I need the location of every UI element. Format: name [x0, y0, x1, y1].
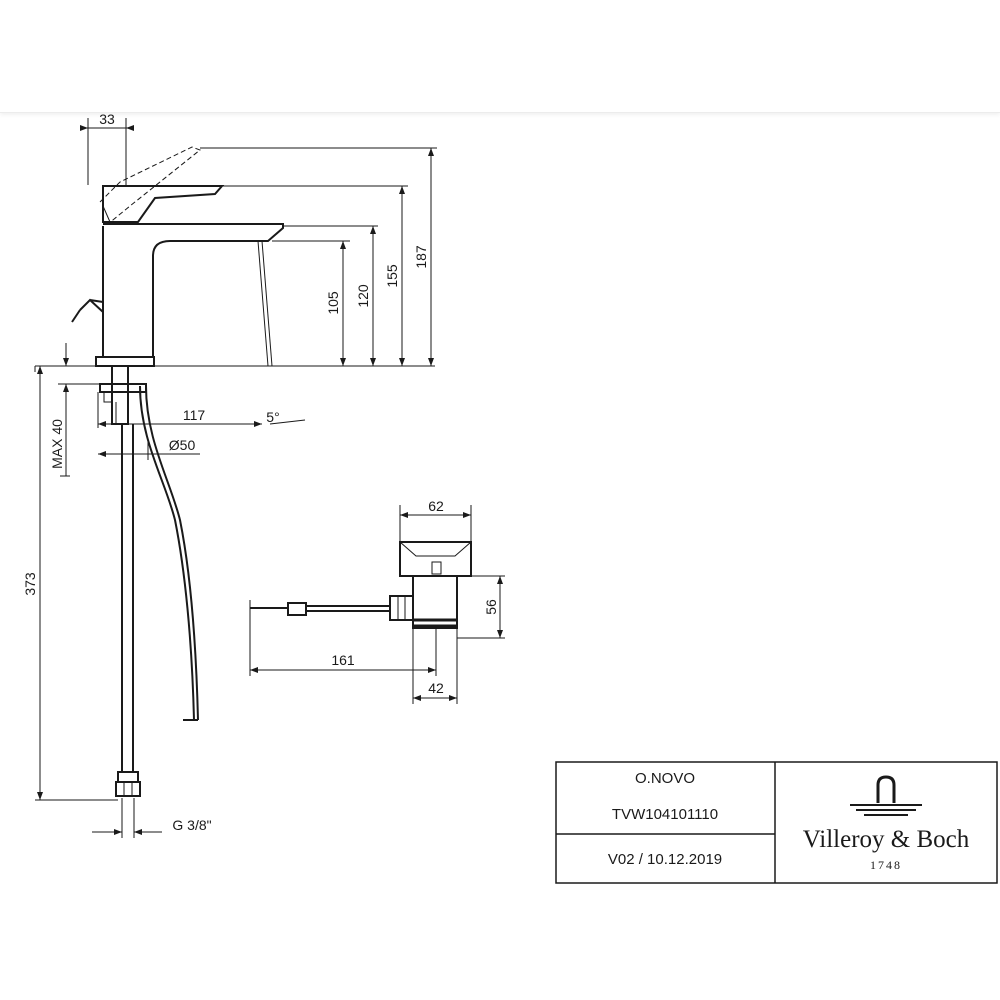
- dim-33: 33: [99, 111, 115, 127]
- dim-161: 161: [331, 652, 355, 668]
- dim-155: 155: [384, 264, 400, 288]
- dim-max40: MAX 40: [49, 419, 65, 469]
- brand-year: 1748: [870, 858, 902, 872]
- dim-187: 187: [413, 245, 429, 269]
- product-code: TVW104101110: [612, 806, 718, 823]
- version-date: V02 / 10.12.2019: [608, 851, 722, 868]
- drain-assembly: [250, 541, 472, 629]
- dim-56: 56: [483, 599, 499, 615]
- dim-373: 373: [22, 572, 38, 596]
- dim-angle: 5°: [266, 409, 279, 425]
- dim-62: 62: [428, 498, 444, 514]
- dim-42: 42: [428, 680, 444, 696]
- dim-105: 105: [325, 291, 341, 315]
- title-block: [555, 761, 998, 884]
- brand-name: Villeroy & Boch: [803, 826, 970, 853]
- dim-120: 120: [355, 284, 371, 308]
- top-bar: [0, 0, 1000, 113]
- mounting-assembly: [99, 365, 199, 797]
- brand-logo-icon: [850, 775, 922, 816]
- dim-thread: G 3/8": [172, 817, 211, 833]
- product-name: O.NOVO: [635, 770, 695, 787]
- dim-117: 117: [183, 407, 206, 423]
- dim-dia50: Ø50: [169, 437, 196, 453]
- faucet-body: [71, 146, 284, 367]
